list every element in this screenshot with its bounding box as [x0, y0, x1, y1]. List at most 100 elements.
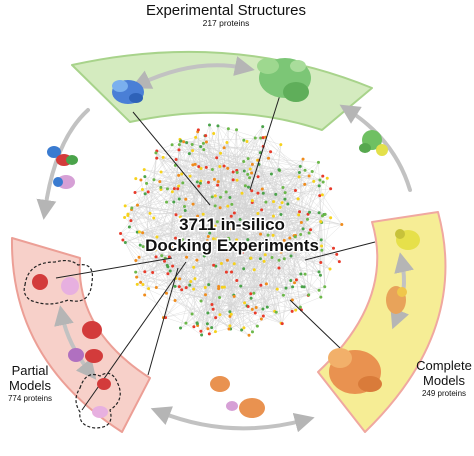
network-node [213, 204, 217, 208]
network-node [247, 333, 251, 337]
network-node [143, 192, 147, 196]
network-node [191, 149, 195, 153]
network-node [141, 283, 145, 287]
network-node [230, 227, 234, 231]
network-node [210, 302, 214, 306]
network-node [214, 316, 218, 320]
network-node [192, 325, 196, 329]
network-node [293, 281, 297, 285]
network-node [263, 253, 267, 257]
network-node [254, 305, 258, 309]
network-node [301, 157, 305, 161]
network-node [164, 245, 168, 249]
docking-network [119, 123, 344, 337]
network-node [235, 238, 239, 242]
network-node [163, 259, 167, 263]
network-node [317, 184, 321, 188]
network-node [196, 128, 200, 132]
network-node [241, 250, 245, 254]
network-node [172, 187, 176, 191]
network-node [184, 286, 188, 290]
network-node [290, 309, 294, 313]
network-node [154, 151, 158, 155]
network-node [174, 213, 178, 217]
network-node [202, 254, 206, 258]
partial-count: 774 proteins [8, 394, 52, 403]
network-node [218, 165, 222, 169]
network-node [283, 197, 287, 201]
network-node [235, 278, 239, 282]
network-node [152, 216, 156, 220]
network-node [277, 266, 281, 270]
network-node [250, 227, 254, 231]
network-node [181, 238, 185, 242]
network-node [280, 201, 284, 205]
network-node [227, 327, 231, 331]
leader-line [55, 257, 173, 279]
network-node [173, 299, 177, 303]
network-node [217, 287, 221, 291]
network-node [205, 239, 209, 243]
protein-complex-bottom [210, 376, 265, 418]
network-node [319, 238, 323, 242]
network-node [239, 223, 243, 227]
network-node [142, 168, 146, 172]
network-node [147, 287, 151, 291]
network-node [320, 248, 324, 252]
network-node [320, 193, 324, 197]
network-node [232, 294, 236, 298]
network-node [318, 273, 322, 277]
network-node [316, 160, 320, 164]
network-node [262, 259, 266, 263]
network-node [301, 227, 305, 231]
network-node [219, 262, 223, 266]
network-node [261, 136, 265, 140]
network-node [250, 199, 254, 203]
network-node [312, 179, 316, 183]
network-node [165, 263, 169, 267]
network-node [177, 184, 181, 188]
network-node [282, 257, 286, 261]
network-node [154, 255, 158, 259]
network-node [275, 287, 279, 291]
network-node [227, 236, 231, 240]
network-node [212, 131, 216, 135]
network-node [307, 293, 311, 297]
network-node [271, 214, 275, 218]
network-node [207, 332, 211, 336]
network-node [273, 243, 277, 247]
network-node [217, 285, 221, 289]
network-node [265, 305, 269, 309]
network-node [201, 212, 205, 216]
network-node [159, 170, 163, 174]
network-node [259, 317, 263, 321]
network-node [293, 188, 297, 192]
network-node [235, 178, 239, 182]
network-node [215, 220, 219, 224]
leader-line [249, 94, 281, 191]
network-node [248, 167, 252, 171]
network-node [308, 210, 312, 214]
network-node [298, 164, 302, 168]
network-node [192, 287, 196, 291]
network-node [323, 212, 327, 216]
network-node [256, 212, 260, 216]
network-node [213, 330, 217, 334]
network-node [191, 202, 195, 206]
network-node [216, 183, 220, 187]
network-node [323, 285, 327, 289]
network-node [199, 145, 203, 149]
network-node [298, 210, 302, 214]
network-node [121, 238, 125, 242]
partial-outline-top [23, 259, 94, 305]
network-node [178, 277, 182, 281]
network-node [332, 246, 336, 250]
network-node [317, 211, 321, 215]
network-node [279, 212, 283, 216]
network-node [185, 217, 189, 221]
network-node [188, 174, 192, 178]
flow-arrow-top-right [339, 104, 412, 192]
protein-model-yellow [395, 229, 420, 250]
network-node [264, 200, 268, 204]
network-node [204, 293, 208, 297]
